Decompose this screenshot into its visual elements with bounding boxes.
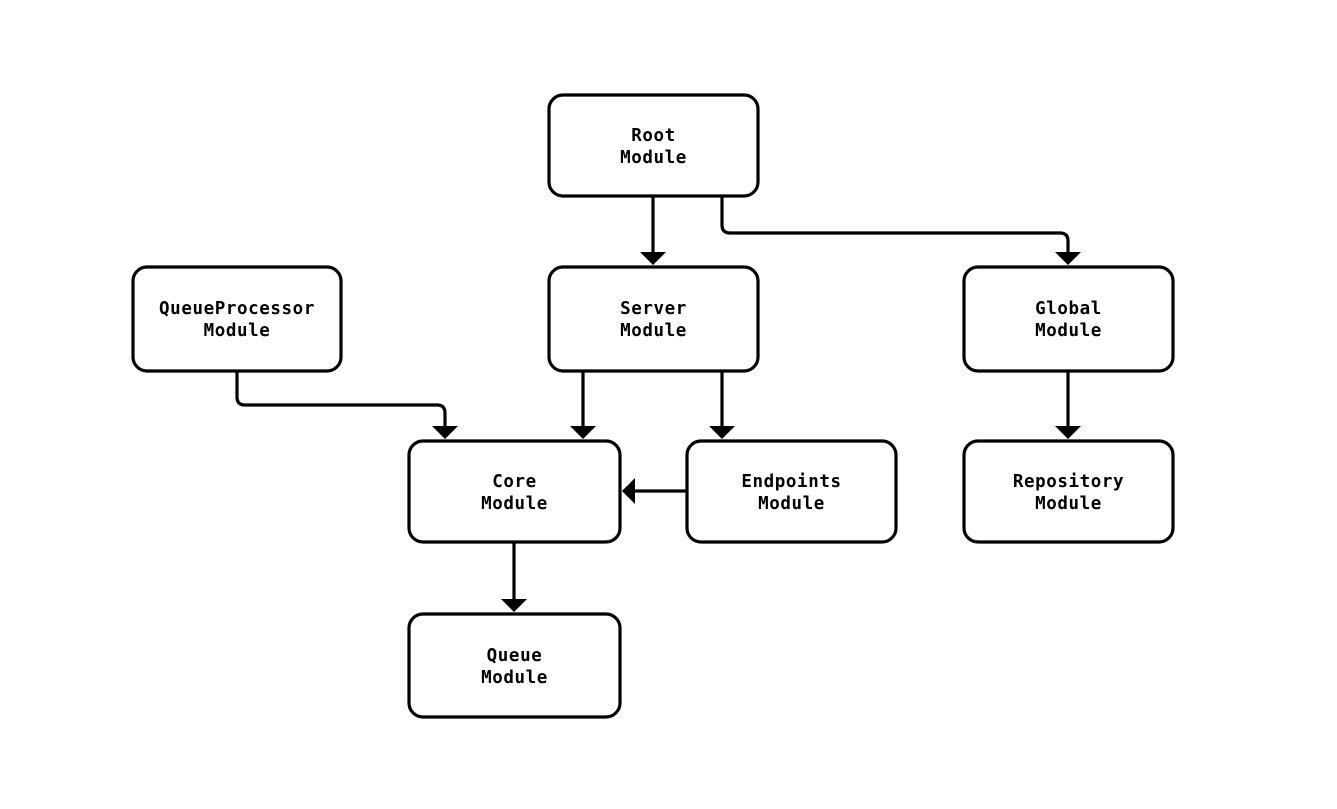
- node-label-line2: Module: [620, 321, 687, 341]
- node-label-line2: Module: [620, 148, 687, 168]
- node-box[interactable]: [547, 93, 760, 198]
- node-repository-module[interactable]: Repository Module: [962, 439, 1175, 544]
- node-root-module[interactable]: Root Module: [547, 93, 760, 198]
- edge-queueprocessor-to-core: [235, 371, 458, 439]
- edge-server-to-core: [570, 371, 596, 439]
- edge-core-to-queue: [501, 542, 527, 612]
- edge-root-to-server: [640, 196, 666, 265]
- node-core-module[interactable]: Core Module: [407, 439, 622, 544]
- node-layer: Root Module QueueProcessor Module Server…: [131, 93, 1175, 719]
- node-label-line1: Queue: [487, 646, 543, 666]
- edge-root-to-global: [720, 196, 1081, 265]
- arrowhead-down-icon: [570, 426, 596, 439]
- edge-path: [720, 196, 1070, 252]
- node-box[interactable]: [407, 612, 622, 719]
- arrowhead-left-icon: [622, 478, 635, 504]
- edge-global-to-repository: [1055, 371, 1081, 439]
- edge-layer: [235, 196, 1081, 612]
- edge-server-to-endpoints: [709, 371, 735, 439]
- node-label-line1: QueueProcessor: [159, 299, 315, 319]
- arrowhead-down-icon: [432, 426, 458, 439]
- arrowhead-down-icon: [1055, 426, 1081, 439]
- node-label-line2: Module: [481, 668, 548, 688]
- node-label-line1: Repository: [1013, 472, 1124, 492]
- arrowhead-down-icon: [640, 252, 666, 265]
- node-label-line2: Module: [1035, 321, 1102, 341]
- node-label-line2: Module: [1035, 494, 1102, 514]
- node-server-module[interactable]: Server Module: [547, 265, 760, 373]
- node-label-line2: Module: [758, 494, 825, 514]
- node-box[interactable]: [547, 265, 760, 373]
- node-box[interactable]: [131, 265, 343, 373]
- node-box[interactable]: [962, 265, 1175, 373]
- arrowhead-down-icon: [501, 599, 527, 612]
- node-label-line1: Core: [492, 472, 537, 492]
- node-endpoints-module[interactable]: Endpoints Module: [685, 439, 898, 544]
- node-box[interactable]: [962, 439, 1175, 544]
- node-label-line2: Module: [481, 494, 548, 514]
- node-label-line1: Server: [620, 299, 687, 319]
- arrowhead-down-icon: [709, 426, 735, 439]
- node-box[interactable]: [407, 439, 622, 544]
- edge-path: [235, 371, 447, 426]
- node-queue-module[interactable]: Queue Module: [407, 612, 622, 719]
- node-queueprocessor-module[interactable]: QueueProcessor Module: [131, 265, 343, 373]
- node-label-line1: Root: [631, 126, 676, 146]
- node-label-line1: Global: [1035, 299, 1102, 319]
- arrowhead-down-icon: [1055, 252, 1081, 265]
- node-global-module[interactable]: Global Module: [962, 265, 1175, 373]
- node-label-line1: Endpoints: [741, 472, 841, 492]
- edge-endpoints-to-core: [622, 478, 687, 504]
- node-label-line2: Module: [204, 321, 271, 341]
- node-box[interactable]: [685, 439, 898, 544]
